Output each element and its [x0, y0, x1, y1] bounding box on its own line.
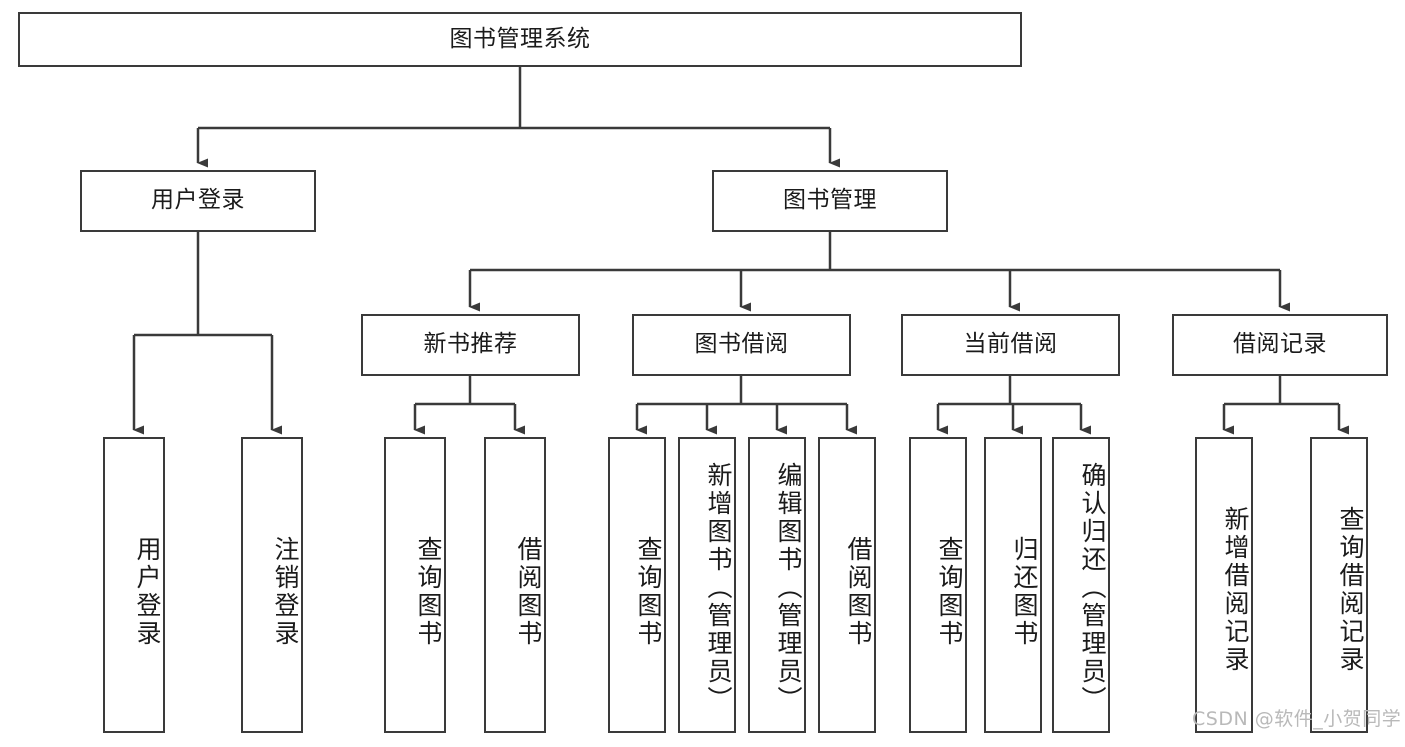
- node-root[interactable]: 图书管理系统: [18, 12, 1022, 67]
- node-leaf-confirm-return-admin-label: 确认归还（管理员）: [1078, 462, 1107, 714]
- node-book-borrow-label: 图书借阅: [694, 331, 789, 358]
- node-book-management[interactable]: 图书管理: [712, 170, 948, 232]
- node-leaf-borrow-book-recommend-label: 借阅图书: [514, 536, 543, 648]
- node-leaf-query-book-borrow-label: 查询图书: [634, 536, 663, 648]
- node-leaf-return-book-label: 归还图书: [1010, 536, 1039, 648]
- node-leaf-query-borrow-record[interactable]: 查询借阅记录: [1310, 437, 1368, 733]
- node-leaf-borrow-book-recommend[interactable]: 借阅图书: [484, 437, 546, 733]
- node-leaf-query-book-borrow[interactable]: 查询图书: [608, 437, 666, 733]
- node-leaf-query-book-current[interactable]: 查询图书: [909, 437, 967, 733]
- node-leaf-logout-login[interactable]: 注销登录: [241, 437, 303, 733]
- node-borrow-record-label: 借阅记录: [1233, 331, 1327, 358]
- node-new-book-recommend-label: 新书推荐: [423, 331, 518, 358]
- node-borrow-record[interactable]: 借阅记录: [1172, 314, 1388, 376]
- node-leaf-edit-book-admin-label: 编辑图书（管理员）: [774, 462, 803, 714]
- node-leaf-logout-login-label: 注销登录: [271, 536, 300, 648]
- node-leaf-user-login[interactable]: 用户登录: [103, 437, 165, 733]
- node-leaf-confirm-return-admin[interactable]: 确认归还（管理员）: [1052, 437, 1110, 733]
- node-current-borrow[interactable]: 当前借阅: [901, 314, 1120, 376]
- node-leaf-query-borrow-record-label: 查询借阅记录: [1336, 506, 1365, 674]
- node-leaf-add-book-admin-label: 新增图书（管理员）: [704, 462, 733, 714]
- node-user-login[interactable]: 用户登录: [80, 170, 316, 232]
- node-leaf-borrow-book[interactable]: 借阅图书: [818, 437, 876, 733]
- node-leaf-query-book-recommend-label: 查询图书: [414, 536, 443, 648]
- node-leaf-add-borrow-record[interactable]: 新增借阅记录: [1195, 437, 1253, 733]
- node-leaf-return-book[interactable]: 归还图书: [984, 437, 1042, 733]
- node-leaf-borrow-book-label: 借阅图书: [844, 536, 873, 648]
- node-leaf-edit-book-admin[interactable]: 编辑图书（管理员）: [748, 437, 806, 733]
- node-book-borrow[interactable]: 图书借阅: [632, 314, 851, 376]
- node-leaf-add-borrow-record-label: 新增借阅记录: [1221, 506, 1250, 674]
- node-leaf-query-book-current-label: 查询图书: [935, 536, 964, 648]
- node-new-book-recommend[interactable]: 新书推荐: [361, 314, 580, 376]
- node-current-borrow-label: 当前借阅: [963, 331, 1058, 358]
- node-leaf-user-login-label: 用户登录: [133, 536, 162, 648]
- node-leaf-query-book-recommend[interactable]: 查询图书: [384, 437, 446, 733]
- node-root-label: 图书管理系统: [449, 25, 591, 52]
- node-user-login-label: 用户登录: [151, 187, 245, 214]
- node-leaf-add-book-admin[interactable]: 新增图书（管理员）: [678, 437, 736, 733]
- node-book-management-label: 图书管理: [783, 187, 877, 214]
